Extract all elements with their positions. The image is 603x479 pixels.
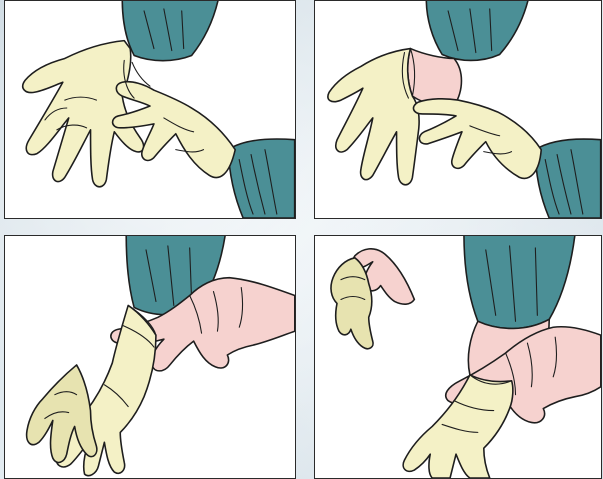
glove-removal-step-2-illustration <box>315 1 601 218</box>
gown-sleeve-top <box>122 1 218 61</box>
glove-removal-step-3-illustration <box>5 236 295 478</box>
glove-right-hand <box>413 99 541 179</box>
step-1-panel <box>4 0 296 219</box>
gown-sleeve-right <box>535 139 600 218</box>
glove-left-hand <box>328 49 419 185</box>
gown-sleeve-top <box>426 1 528 60</box>
step-3-panel <box>4 235 296 479</box>
glove-removal-step-4-illustration <box>315 236 601 478</box>
gown-sleeve-right <box>228 139 294 218</box>
peeled-glove <box>27 365 97 463</box>
glove-removal-step-1-illustration <box>5 1 295 218</box>
gown-sleeve-top <box>464 236 575 329</box>
step-2-panel <box>314 0 602 219</box>
step-4-panel <box>314 235 602 479</box>
